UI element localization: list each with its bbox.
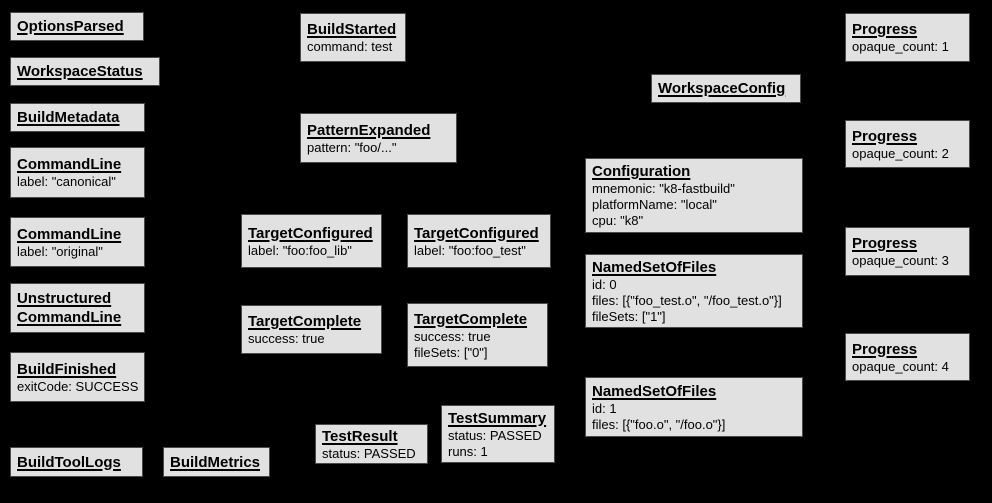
- node-title: BuildToolLogs: [17, 453, 121, 471]
- node-line: fileSets: ["0"]: [414, 344, 488, 360]
- node-line: mnemonic: "k8-fastbuild": [592, 181, 735, 196]
- node-title: Progress: [852, 340, 918, 358]
- node-command-line-original: CommandLine label: "original": [10, 217, 145, 267]
- node-build-metadata: BuildMetadata: [10, 103, 145, 132]
- node-title: TargetConfigured: [414, 224, 539, 242]
- node-line: status: PASSED: [448, 427, 542, 443]
- node-line: exitCode: SUCCESS: [17, 378, 139, 394]
- node-title: BuildMetadata: [17, 109, 120, 126]
- node-build-started: BuildStarted command: test: [300, 13, 406, 62]
- node-options-parsed: OptionsParsed: [10, 12, 144, 41]
- node-title: NamedSetOfFiles: [592, 258, 717, 276]
- node-line: label: "foo:foo_test": [414, 242, 526, 258]
- node-progress-2: Progress opaque_count: 2: [845, 120, 970, 168]
- node-line: platformName: "local": [592, 197, 717, 212]
- node-test-result: TestResult status: PASSED: [315, 424, 428, 464]
- node-target-configured-foo-lib: TargetConfigured label: "foo:foo_lib": [241, 214, 382, 268]
- node-line: opaque_count: 2: [852, 145, 949, 161]
- node-title: TargetComplete: [248, 313, 362, 330]
- node-build-tool-logs: BuildToolLogs: [10, 447, 143, 477]
- node-workspace-config: WorkspaceConfig: [651, 74, 801, 103]
- node-title: TargetComplete: [414, 310, 528, 328]
- node-target-configured-foo-test: TargetConfigured label: "foo:foo_test": [407, 214, 551, 268]
- node-line: status: PASSED: [322, 445, 416, 461]
- node-configuration: Configuration mnemonic: "k8-fastbuild" p…: [585, 158, 803, 233]
- node-title: CommandLine: [17, 156, 122, 173]
- node-title: TestSummary: [448, 409, 547, 427]
- node-pattern-expanded: PatternExpanded pattern: "foo/...": [300, 113, 457, 163]
- node-test-summary: TestSummary status: PASSED runs: 1: [441, 405, 555, 463]
- node-title: PatternExpanded: [307, 121, 431, 139]
- node-line: opaque_count: 1: [852, 39, 949, 54]
- node-title: WorkspaceStatus: [17, 63, 143, 80]
- node-line: id: 1: [592, 400, 617, 416]
- node-build-metrics: BuildMetrics: [163, 447, 270, 477]
- node-progress-1: Progress opaque_count: 1: [845, 13, 970, 62]
- node-title: WorkspaceConfig: [658, 80, 786, 97]
- node-line: id: 0: [592, 276, 617, 292]
- node-line: success: true: [414, 328, 491, 344]
- node-title: Progress: [852, 127, 918, 145]
- node-line: label: "foo:foo_lib": [248, 242, 352, 258]
- node-target-complete-foo-lib: TargetComplete success: true: [241, 305, 382, 354]
- node-title: BuildMetrics: [170, 453, 261, 471]
- node-title: Progress: [852, 21, 918, 38]
- node-title: CommandLine: [17, 225, 122, 243]
- node-progress-3: Progress opaque_count: 3: [845, 227, 970, 276]
- node-title: Configuration: [592, 163, 691, 180]
- node-line: runs: 1: [448, 443, 488, 459]
- node-line: success: true: [248, 331, 325, 346]
- node-named-set-of-files-0: NamedSetOfFiles id: 0 files: [{"foo_test…: [585, 254, 803, 328]
- node-line: opaque_count: 4: [852, 358, 949, 374]
- node-title: Progress: [852, 235, 918, 252]
- node-line: label: "original": [17, 243, 103, 259]
- node-named-set-of-files-1: NamedSetOfFiles id: 1 files: [{"foo.o", …: [585, 377, 803, 437]
- node-title: OptionsParsed: [17, 18, 124, 35]
- node-workspace-status: WorkspaceStatus: [10, 57, 160, 86]
- node-target-complete-foo-test: TargetComplete success: true fileSets: […: [407, 303, 548, 367]
- node-title: TestResult: [322, 427, 398, 445]
- node-unstructured-command-line: Unstructured CommandLine: [10, 283, 145, 333]
- node-progress-4: Progress opaque_count: 4: [845, 333, 970, 381]
- node-line: pattern: "foo/...": [307, 139, 397, 155]
- node-line: command: test: [307, 39, 393, 54]
- node-title: TargetConfigured: [248, 224, 373, 242]
- node-title: NamedSetOfFiles: [592, 382, 717, 400]
- node-title: Unstructured CommandLine: [17, 290, 122, 326]
- node-build-finished: BuildFinished exitCode: SUCCESS: [10, 352, 145, 402]
- node-title: BuildStarted: [307, 21, 397, 38]
- node-title: BuildFinished: [17, 360, 117, 378]
- node-line: cpu: "k8": [592, 213, 644, 228]
- node-line: opaque_count: 3: [852, 253, 949, 268]
- node-line: files: [{"foo_test.o", "/foo_test.o"}]: [592, 292, 782, 308]
- node-line: fileSets: ["1"]: [592, 308, 666, 324]
- node-line: files: [{"foo.o", "/foo.o"}]: [592, 416, 726, 432]
- node-line: label: "canonical": [17, 174, 116, 189]
- node-command-line-canonical: CommandLine label: "canonical": [10, 147, 145, 198]
